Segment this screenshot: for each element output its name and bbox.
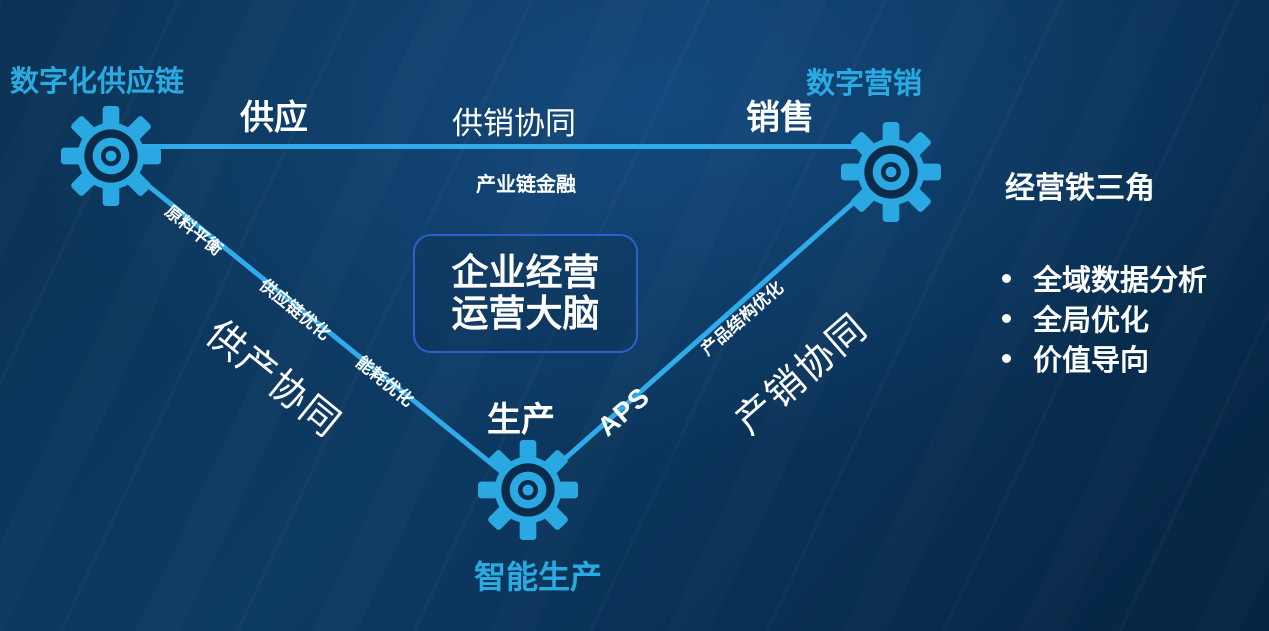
center-box-line2: 运营大脑 — [451, 292, 600, 334]
bullet-icon — [1002, 273, 1011, 283]
gear-icon-marketing — [841, 122, 941, 222]
side-panel-bullet-list: 全域数据分析 全局优化 价值导向 — [1002, 258, 1207, 378]
list-item: 全域数据分析 — [1002, 258, 1207, 298]
center-box-enterprise-brain: 企业经营 运营大脑 — [413, 234, 638, 353]
bullet-icon — [1002, 313, 1011, 323]
gear-icon-production — [478, 440, 578, 540]
list-item: 全局优化 — [1002, 298, 1207, 338]
role-label-production: 生产 — [487, 401, 555, 439]
edge-label-supply-sales-synergy: 供销协同 — [452, 106, 576, 141]
bullet-icon — [1002, 353, 1011, 363]
side-panel-title: 经营铁三角 — [1005, 172, 1155, 205]
gear-icon-supply-chain — [61, 106, 161, 206]
role-label-supply: 供应 — [240, 99, 308, 137]
center-box-line1: 企业经营 — [451, 251, 600, 293]
edge-line-supply-sales — [111, 144, 891, 149]
list-item: 价值导向 — [1002, 338, 1207, 378]
bullet-label: 全局优化 — [1033, 305, 1150, 337]
role-label-sales: 销售 — [746, 99, 814, 137]
node-label-smart-production: 智能生产 — [474, 559, 603, 595]
edge-label-industry-chain-finance: 产业链金融 — [476, 174, 576, 196]
node-label-digital-marketing: 数字营销 — [806, 68, 923, 100]
bullet-label: 价值导向 — [1033, 345, 1150, 377]
bullet-label: 全域数据分析 — [1033, 265, 1208, 297]
node-label-digital-supply-chain: 数字化供应链 — [10, 66, 185, 98]
